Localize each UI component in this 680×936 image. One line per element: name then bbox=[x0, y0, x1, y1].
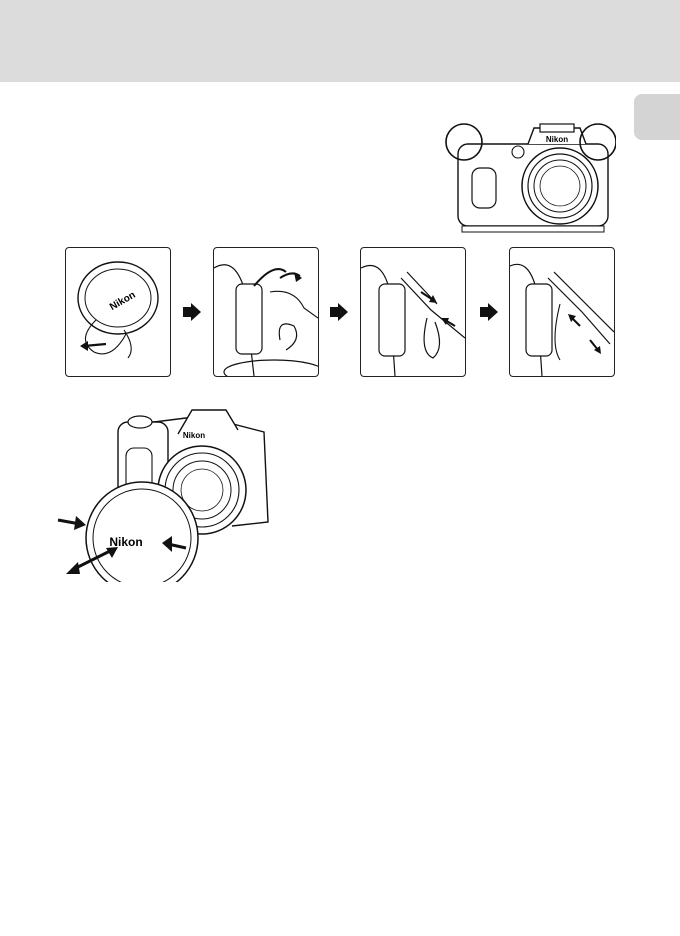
next-step-arrow-icon bbox=[330, 303, 348, 326]
next-step-arrow-icon bbox=[480, 303, 498, 326]
lens-cap-brand-text: Nikon bbox=[109, 535, 142, 549]
pinch-arrow-left-icon bbox=[74, 516, 86, 530]
camera-brand-text: Nikon bbox=[183, 431, 205, 440]
camera-brand-text: Nikon bbox=[546, 135, 568, 144]
arrow-icon bbox=[80, 341, 88, 351]
lens-cap-removal-illustration: Nikon Nikon bbox=[52, 406, 274, 587]
strap-step-2-panel bbox=[213, 247, 319, 377]
pull-arrow-icon bbox=[66, 562, 80, 574]
strap-step-4-panel bbox=[509, 247, 615, 377]
strap-step-3-panel bbox=[360, 247, 466, 377]
next-step-arrow-icon bbox=[183, 303, 201, 326]
strap-step-1-panel: Nikon bbox=[65, 247, 171, 377]
page-header-band bbox=[0, 0, 680, 82]
arrow-icon bbox=[294, 272, 302, 282]
chapter-tab[interactable] bbox=[634, 94, 680, 140]
camera-front-illustration: Nikon bbox=[436, 114, 616, 243]
